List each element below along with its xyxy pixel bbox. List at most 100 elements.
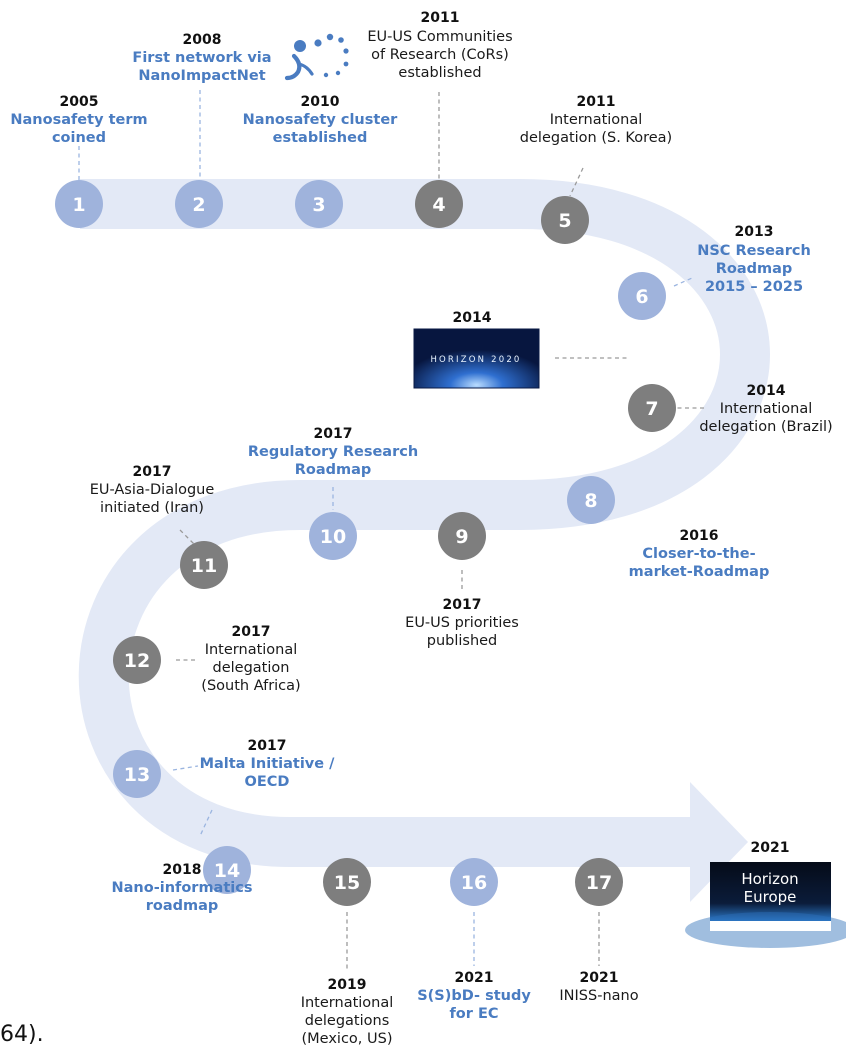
horizon-2020-label: HORIZON 2020 [430,355,521,365]
milestone-number-17: 17 [586,872,612,894]
year-11: 2017 [133,464,172,480]
label-15a: International [301,995,394,1011]
label-6c: 2015 – 2025 [705,279,803,295]
figure-caption-fragment: 64). [0,1022,44,1047]
milestone-number-3: 3 [312,194,325,216]
label-4b: of Research (CoRs) [371,47,509,63]
milestone-node-10 [309,512,357,560]
milestone-number-16: 16 [461,872,487,894]
milestone-number-4: 4 [432,194,445,216]
label-5b: delegation (S. Korea) [520,130,672,146]
milestone-node-11 [180,541,228,589]
milestone-node-16 [450,858,498,906]
year-13: 2017 [248,738,287,754]
timeline-arrowhead [690,782,748,902]
label-2a: First network via [132,50,271,66]
milestone-node-17 [575,858,623,906]
label-17a: INISS-nano [559,988,638,1004]
horizon-2020-year: 2014 [453,310,492,326]
milestone-number-7: 7 [645,398,658,420]
milestone-number-14: 14 [214,860,240,882]
milestone-number-2: 2 [192,194,205,216]
milestone-number-5: 5 [558,210,571,232]
label-6b: Roadmap [716,261,793,277]
label-10a: Regulatory Research [248,444,418,460]
horizon-europe-line2: Europe [744,888,797,906]
label-4c: established [398,65,481,81]
year-9: 2017 [443,597,482,613]
milestone-node-14 [203,846,251,894]
milestone-node-4 [415,180,463,228]
year-17: 2021 [580,970,619,986]
label-6a: NSC Research [697,243,811,259]
milestone-node-5 [541,196,589,244]
milestone-labels: 2005 Nanosafety term coined 2008 First n… [10,10,832,1047]
milestone-node-1 [55,180,103,228]
milestone-number-6: 6 [635,286,648,308]
milestone-number-15: 15 [334,872,360,894]
horizon-europe-line1: Horizon [741,870,798,888]
year-14: 2018 [163,862,202,878]
label-9a: EU-US priorities [405,615,519,631]
label-3a: Nanosafety cluster [243,112,398,128]
year-3: 2010 [301,94,340,110]
year-5: 2011 [577,94,616,110]
milestone-number-12: 12 [124,650,150,672]
milestone-node-15 [323,858,371,906]
year-7: 2014 [747,383,786,399]
year-2: 2008 [183,32,222,48]
label-15b: delegations [305,1013,390,1029]
label-13a: Malta Initiative / [200,756,336,772]
label-7a: International [720,401,813,417]
milestone-node-3 [295,180,343,228]
milestone-node-8 [567,476,615,524]
year-10: 2017 [314,426,353,442]
label-8a: Closer-to-the- [642,546,755,562]
milestone-node-12 [113,636,161,684]
label-1a: Nanosafety term [10,112,147,128]
label-1b: coined [52,130,106,146]
horizon-2020-image: 2014 HORIZON 2020 [413,310,540,389]
label-13b: OECD [245,774,290,790]
year-15: 2019 [328,977,367,993]
label-16b: for EC [449,1006,498,1022]
milestone-number-10: 10 [320,526,346,548]
label-10b: Roadmap [295,462,372,478]
year-6: 2013 [735,224,774,240]
milestone-node-6 [618,272,666,320]
milestone-number-13: 13 [124,764,150,786]
label-7b: delegation (Brazil) [699,419,832,435]
milestone-node-13 [113,750,161,798]
milestone-number-1: 1 [72,194,85,216]
label-11a: EU-Asia-Dialogue [90,482,215,498]
milestone-number-9: 9 [455,526,468,548]
year-8: 2016 [680,528,719,544]
horizon-europe-year: 2021 [751,840,790,856]
label-12c: (South Africa) [201,678,300,694]
label-3b: established [273,130,368,146]
label-9b: published [427,633,498,649]
year-16: 2021 [455,970,494,986]
label-4a: EU-US Communities [367,29,512,45]
horizon-europe-image: 2021 Horizon Europe [685,840,846,948]
year-1: 2005 [60,94,99,110]
label-16a: S(S)bD- study [417,988,531,1004]
label-14a: Nano-informatics [112,880,253,896]
label-12a: International [205,642,298,658]
label-15c: (Mexico, US) [302,1031,393,1047]
label-2b: NanoImpactNet [138,68,265,84]
milestone-node-2 [175,180,223,228]
leader-lines [78,90,706,972]
milestone-node-9 [438,512,486,560]
label-12b: delegation [213,660,290,676]
year-4: 2011 [421,10,460,26]
milestone-number-11: 11 [191,555,217,577]
nanosafety-cluster-logo [284,33,349,81]
milestone-number-8: 8 [584,490,597,512]
label-14b: roadmap [146,898,219,914]
label-5a: International [550,112,643,128]
milestone-node-7 [628,384,676,432]
label-11b: initiated (Iran) [100,500,204,516]
